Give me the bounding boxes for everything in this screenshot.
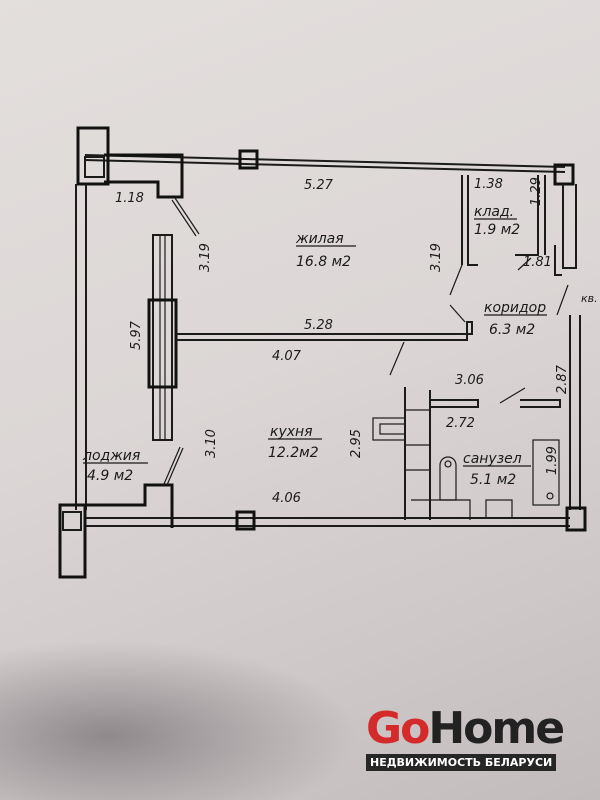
annotation-kv: кв. — [581, 292, 598, 305]
room-name-kitchen: кухня — [270, 424, 313, 440]
dim-top-living: 5.27 — [304, 178, 334, 193]
dim-living-bottom: 5.28 — [304, 318, 333, 333]
dim-storage-depth: 1.29 — [529, 177, 544, 206]
room-area-corridor: 6.3 м2 — [489, 322, 535, 338]
room-name-bathroom: санузел — [463, 451, 522, 467]
room-area-living: 16.8 м2 — [296, 254, 351, 270]
room-area-loggia: 4.9 м2 — [87, 468, 133, 484]
dim-loggia-top: 1.18 — [115, 191, 144, 206]
gohome-logo: GoHome НЕДВИЖИМОСТЬ БЕЛАРУСИ — [366, 706, 566, 771]
dim-kitchen-right: 2.95 — [349, 429, 364, 458]
dim-kitchen-bottom: 4.06 — [272, 491, 301, 506]
dim-bath-wall: 2.72 — [446, 416, 475, 431]
dim-living-left: 3.19 — [198, 243, 213, 272]
room-name-loggia: лоджия — [82, 448, 140, 464]
room-area-bathroom: 5.1 м2 — [470, 472, 516, 488]
dim-kitchen-left: 3.10 — [204, 429, 219, 458]
dim-corridor-a: 1.81 — [523, 255, 552, 270]
dim-loggia-length: 5.97 — [129, 320, 144, 350]
dim-corridor-right: 2.87 — [555, 364, 570, 394]
dim-storage-width: 1.38 — [474, 177, 503, 192]
logo-go: Go — [366, 703, 430, 754]
interior-walls — [176, 175, 569, 520]
room-name-living: жилая — [295, 231, 344, 247]
shadow — [0, 640, 360, 800]
dim-living-right: 3.19 — [429, 243, 444, 272]
dim-tub: 1.99 — [545, 446, 560, 475]
room-name-corridor: коридор — [484, 300, 546, 316]
dim-bath-top: 3.06 — [455, 373, 484, 388]
logo-tagline: НЕДВИЖИМОСТЬ БЕЛАРУСИ — [366, 754, 557, 771]
room-name-storage: клад. — [474, 204, 514, 220]
room-area-storage: 1.9 м2 — [474, 222, 520, 238]
loggia-partition — [147, 197, 200, 486]
dim-kitchen-top: 4.07 — [272, 349, 302, 364]
logo-home: Home — [428, 703, 565, 754]
room-area-kitchen: 12.2м2 — [268, 445, 319, 461]
